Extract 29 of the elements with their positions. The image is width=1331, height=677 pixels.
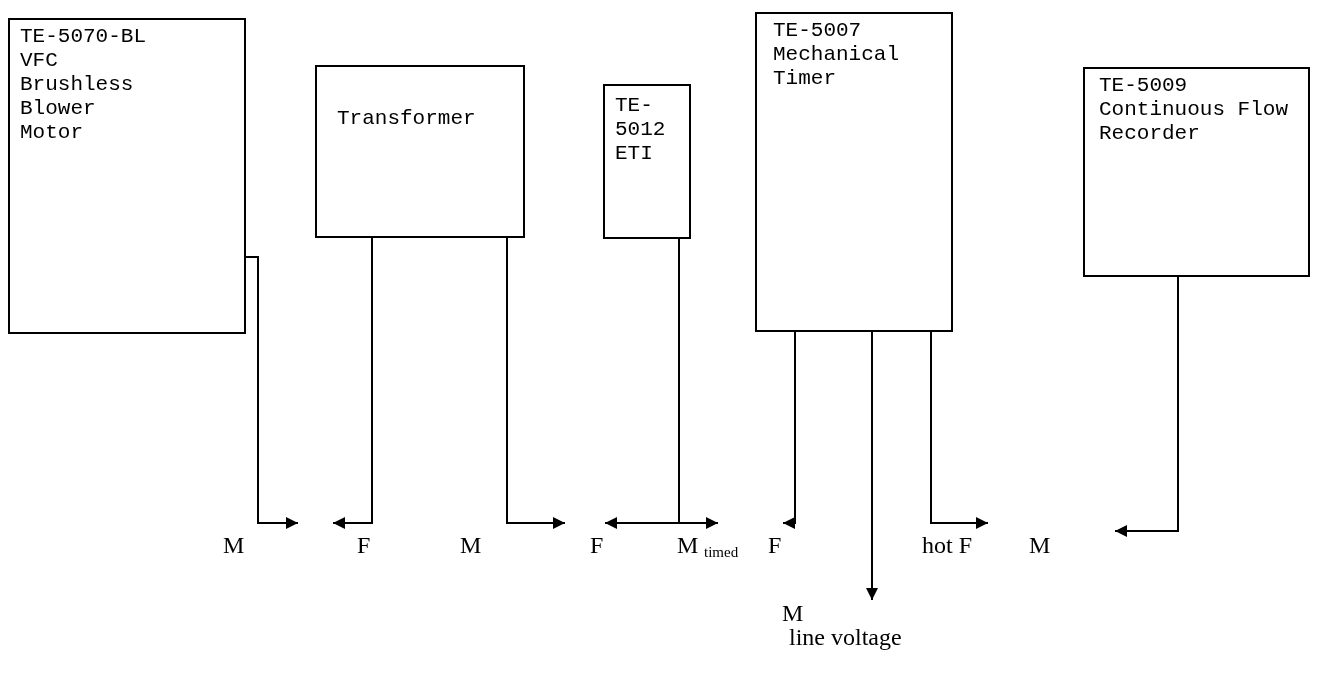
device-box [603, 84, 691, 239]
arrow [1114, 276, 1179, 537]
arrow [245, 256, 299, 529]
device-box [315, 65, 525, 238]
device-label: TE-5070-BL VFC Brushless Blower Motor [20, 25, 148, 145]
connector-label: timed [704, 543, 739, 562]
device-box [755, 12, 953, 332]
arrow [930, 331, 989, 529]
connector-label: M [460, 532, 482, 558]
connector-label: F [357, 532, 371, 558]
connector-label: F [768, 532, 783, 558]
arrow [866, 331, 878, 601]
device-label: Transformer [337, 107, 477, 131]
device-label: TE-5012 ETI [615, 94, 667, 166]
arrow [506, 237, 566, 529]
connector-label: F [590, 532, 605, 558]
device-label: TE-5009 Continuous Flow Recorder [1099, 74, 1290, 146]
arrow [332, 237, 373, 529]
connector-label: M [223, 532, 245, 558]
device-label: TE-5007 Mechanical Timer [773, 19, 901, 91]
arrow [678, 238, 719, 529]
device-box [1083, 67, 1310, 277]
connector-label: line voltage [789, 624, 903, 650]
device-box [8, 18, 246, 334]
connector-label: M [1029, 532, 1051, 558]
connector-label: hot F [922, 532, 973, 558]
connector-label: M [677, 532, 699, 558]
arrow [782, 331, 796, 529]
connector-label: M [782, 600, 805, 626]
